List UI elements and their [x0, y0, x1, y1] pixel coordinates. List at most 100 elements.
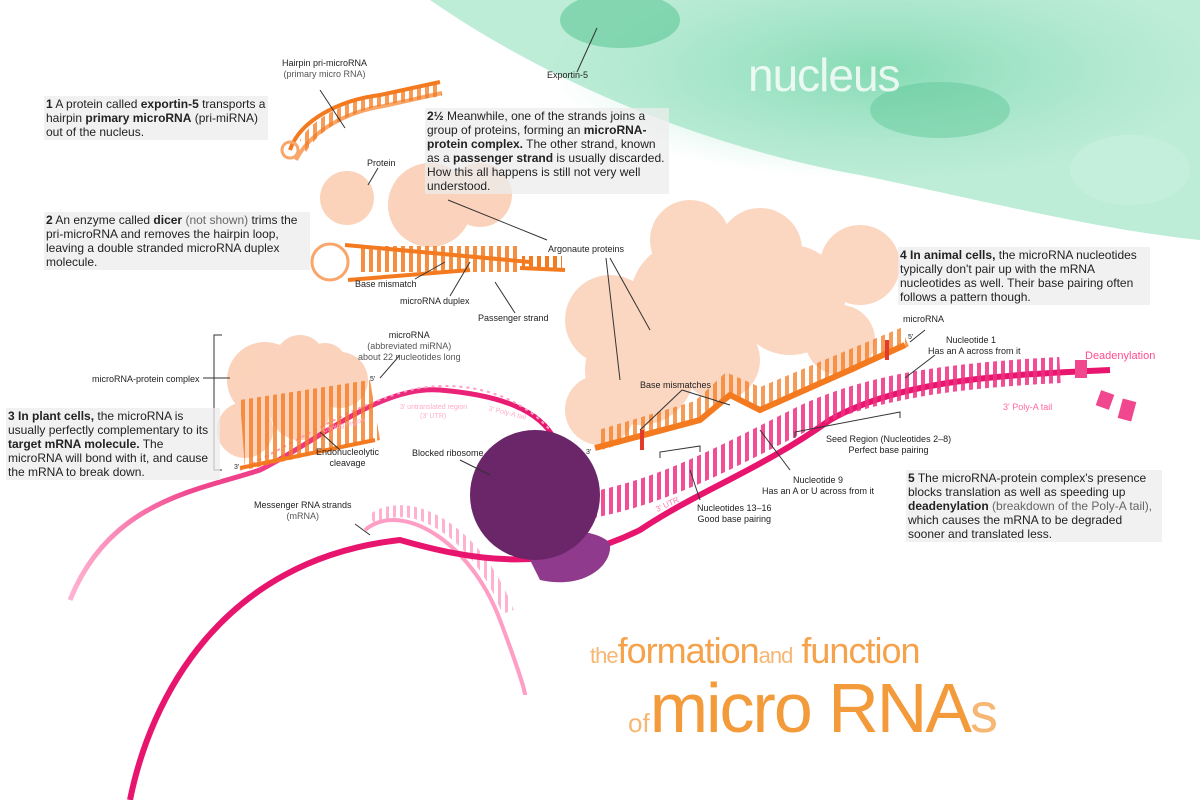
note-step-3: 3 In plant cells, the microRNA is usuall… [6, 408, 220, 480]
label-endonucleolytic-line1: Endonucleolytic [316, 447, 380, 457]
note-step-1: 1 A protein called exportin-5 transports… [44, 96, 268, 140]
note-step-2-text-a: An enzyme called [55, 213, 154, 227]
note-step-1-text-a: A protein called [55, 97, 141, 111]
title-s: s [970, 681, 998, 744]
protein-cluster-animal [565, 200, 900, 445]
label-base-mismatch: Base mismatch [355, 279, 417, 289]
note-step-2-text-d: trims the pri-microRNA and removes the h… [46, 213, 298, 269]
note-step-5: 5 The microRNA-protein complex's presenc… [906, 470, 1162, 542]
title-the: the [590, 643, 619, 668]
note-step-5-number: 5 [908, 471, 915, 485]
note-step-5-text-a: The microRNA-protein complex's presence … [908, 471, 1147, 499]
note-step-3-text-b: the microRNA is usually perfectly comple… [8, 409, 209, 437]
note-step-3-text-c: target mRNA molecule. [8, 437, 140, 451]
note-step-1-text-f: out of the nucleus. [46, 125, 145, 139]
mrna-strand-plant [67, 380, 558, 601]
label-nucleotide9-sub: Has an A or U across from it [762, 486, 875, 496]
label-messenger-rna-sub: (mRNA) [286, 511, 320, 521]
label-mirna-left-sub2: about 22 nucleotides long [358, 352, 461, 362]
note-step-1-text-b: exportin-5 [140, 97, 199, 111]
label-hairpin-pri-mirna: Hairpin pri-microRNA (primary micro RNA) [282, 58, 367, 80]
label-base-mismatches: Base mismatches [640, 380, 712, 390]
note-step-4-text-b: the microRNA nucleotides typically don't… [900, 248, 1137, 304]
label-mirna-duplex: microRNA duplex [400, 296, 470, 306]
label-nucleotide1-sub: Has an A across from it [928, 346, 1021, 356]
label-messenger-rna: Messenger RNA strands (mRNA) [254, 500, 352, 522]
label-endonucleolytic: Endonucleolytic cleavage [316, 447, 379, 469]
label-seed-region-sub: Perfect base pairing [848, 445, 929, 455]
blocked-ribosome [470, 430, 611, 583]
note-step-2-5-text-b: microRNA-protein complex. [427, 123, 647, 151]
label-mirna-left-title: microRNA [388, 330, 430, 340]
label-seed-region: Seed Region (Nucleotides 2–8) Perfect ba… [826, 434, 951, 456]
label-nucleotide9: Nucleotide 9 Has an A or U across from i… [762, 475, 874, 497]
note-step-4-text-a: In animal cells, [910, 248, 996, 262]
note-step-2-5-text-c: The other strand, known as a [427, 137, 656, 165]
note-step-5-text-c: (breakdown of the Poly-A tail), [988, 499, 1153, 513]
label-passenger-strand: Passenger strand [478, 313, 549, 323]
mirna-bound-animal [594, 327, 909, 451]
label-mirna-right: microRNA [903, 314, 945, 324]
note-step-3-number: 3 [8, 409, 15, 423]
note-step-1-number: 1 [46, 97, 53, 111]
note-step-5-text-b: deadenylation [908, 499, 989, 513]
note-step-3-text-d: The microRNA will bond with it, and caus… [8, 437, 209, 479]
label-nucleotides-13-16-sub: Good base pairing [697, 514, 772, 524]
label-exportin5: Exportin-5 [547, 70, 589, 80]
note-step-5-text-d: which causes the mRNA to be degraded soo… [908, 513, 1123, 541]
label-nucleotides-13-16: Nucleotides 13–16 Good base pairing [697, 503, 772, 525]
title-line-2: ofmicro RNAs [628, 668, 998, 763]
label-five-prime-left: 5' [370, 376, 376, 383]
note-step-1-text-c: transports a hairpin [46, 97, 266, 125]
title-function: function [801, 630, 920, 671]
note-step-2-5-text-d: passenger strand [453, 151, 554, 165]
label-argonaute: Argonaute proteins [548, 244, 625, 254]
label-three-prime-right: 3' [586, 449, 592, 456]
note-step-2-5-text-e: is usually discarded. [553, 151, 665, 165]
note-step-2-text-c: (not shown) [182, 213, 249, 227]
label-mirna-left: microRNA (abbreviated miRNA) about 22 nu… [358, 330, 461, 363]
label-three-prime-left: 3' [234, 464, 240, 471]
label-seed-region-title: Seed Region (Nucleotides 2–8) [826, 434, 952, 444]
nucleus-region [430, 0, 1200, 240]
label-endonucleolytic-line2: cleavage [329, 458, 366, 468]
label-five-prime-right: 5' [908, 334, 914, 341]
label-hairpin-pri-mirna-sub: (primary micro RNA) [283, 69, 366, 79]
label-blocked-ribosome: Blocked ribosome [412, 448, 484, 458]
label-polya-tail: 3' Poly-A tail [1003, 402, 1053, 412]
label-protein: Protein [367, 158, 396, 168]
polya-tail-fragments [1075, 360, 1137, 422]
nucleus-label: nucleus [748, 49, 901, 101]
title-micro-rna: micro RNA [649, 669, 972, 747]
hairpin-pri-mirna [280, 80, 443, 161]
label-hairpin-pri-mirna-title: Hairpin pri-microRNA [282, 58, 368, 68]
note-step-2-number: 2 [46, 213, 53, 227]
label-messenger-rna-title: Messenger RNA strands [254, 500, 352, 510]
label-mirna-protein-complex: microRNA-protein complex [92, 374, 200, 384]
note-step-4: 4 In animal cells, the microRNA nucleoti… [898, 247, 1150, 305]
note-step-4-number: 4 [900, 248, 907, 262]
label-nucleotide1: Nucleotide 1 Has an A across from it [928, 335, 1021, 357]
label-utr-small: 3' untranslated region [400, 404, 468, 411]
note-step-2-5: 2½ Meanwhile, one of the strands joins a… [425, 108, 669, 194]
title-line-1: theformationand function [590, 630, 921, 672]
label-mirna-left-sub1: (abbreviated miRNA) [367, 341, 452, 351]
note-step-2-5-text-f: How this all happens is still not very w… [427, 165, 641, 193]
note-step-2-text-b: dicer [153, 213, 183, 227]
label-nucleotide9-title: Nucleotide 9 [793, 475, 844, 485]
note-step-2-5-number: 2½ [427, 109, 444, 123]
title-formation: formation [617, 630, 760, 671]
label-nucleotides-13-16-title: Nucleotides 13–16 [697, 503, 772, 513]
title-of: of [628, 708, 650, 738]
note-step-2: 2 An enzyme called dicer (not shown) tri… [44, 212, 310, 270]
title-and: and [758, 643, 794, 668]
note-step-3-text-a: In plant cells, [18, 409, 95, 423]
note-step-2-5-text-a: Meanwhile, one of the strands joins a gr… [427, 109, 646, 137]
label-deadenylation: Deadenylation [1085, 350, 1156, 362]
label-utr-small2: (3' UTR) [420, 413, 447, 420]
mrna-loop-lower [363, 505, 527, 696]
protein-cluster-upper [320, 163, 512, 247]
mrna-strand-animal [127, 357, 1111, 800]
note-step-1-text-d: primary microRNA [85, 111, 192, 125]
